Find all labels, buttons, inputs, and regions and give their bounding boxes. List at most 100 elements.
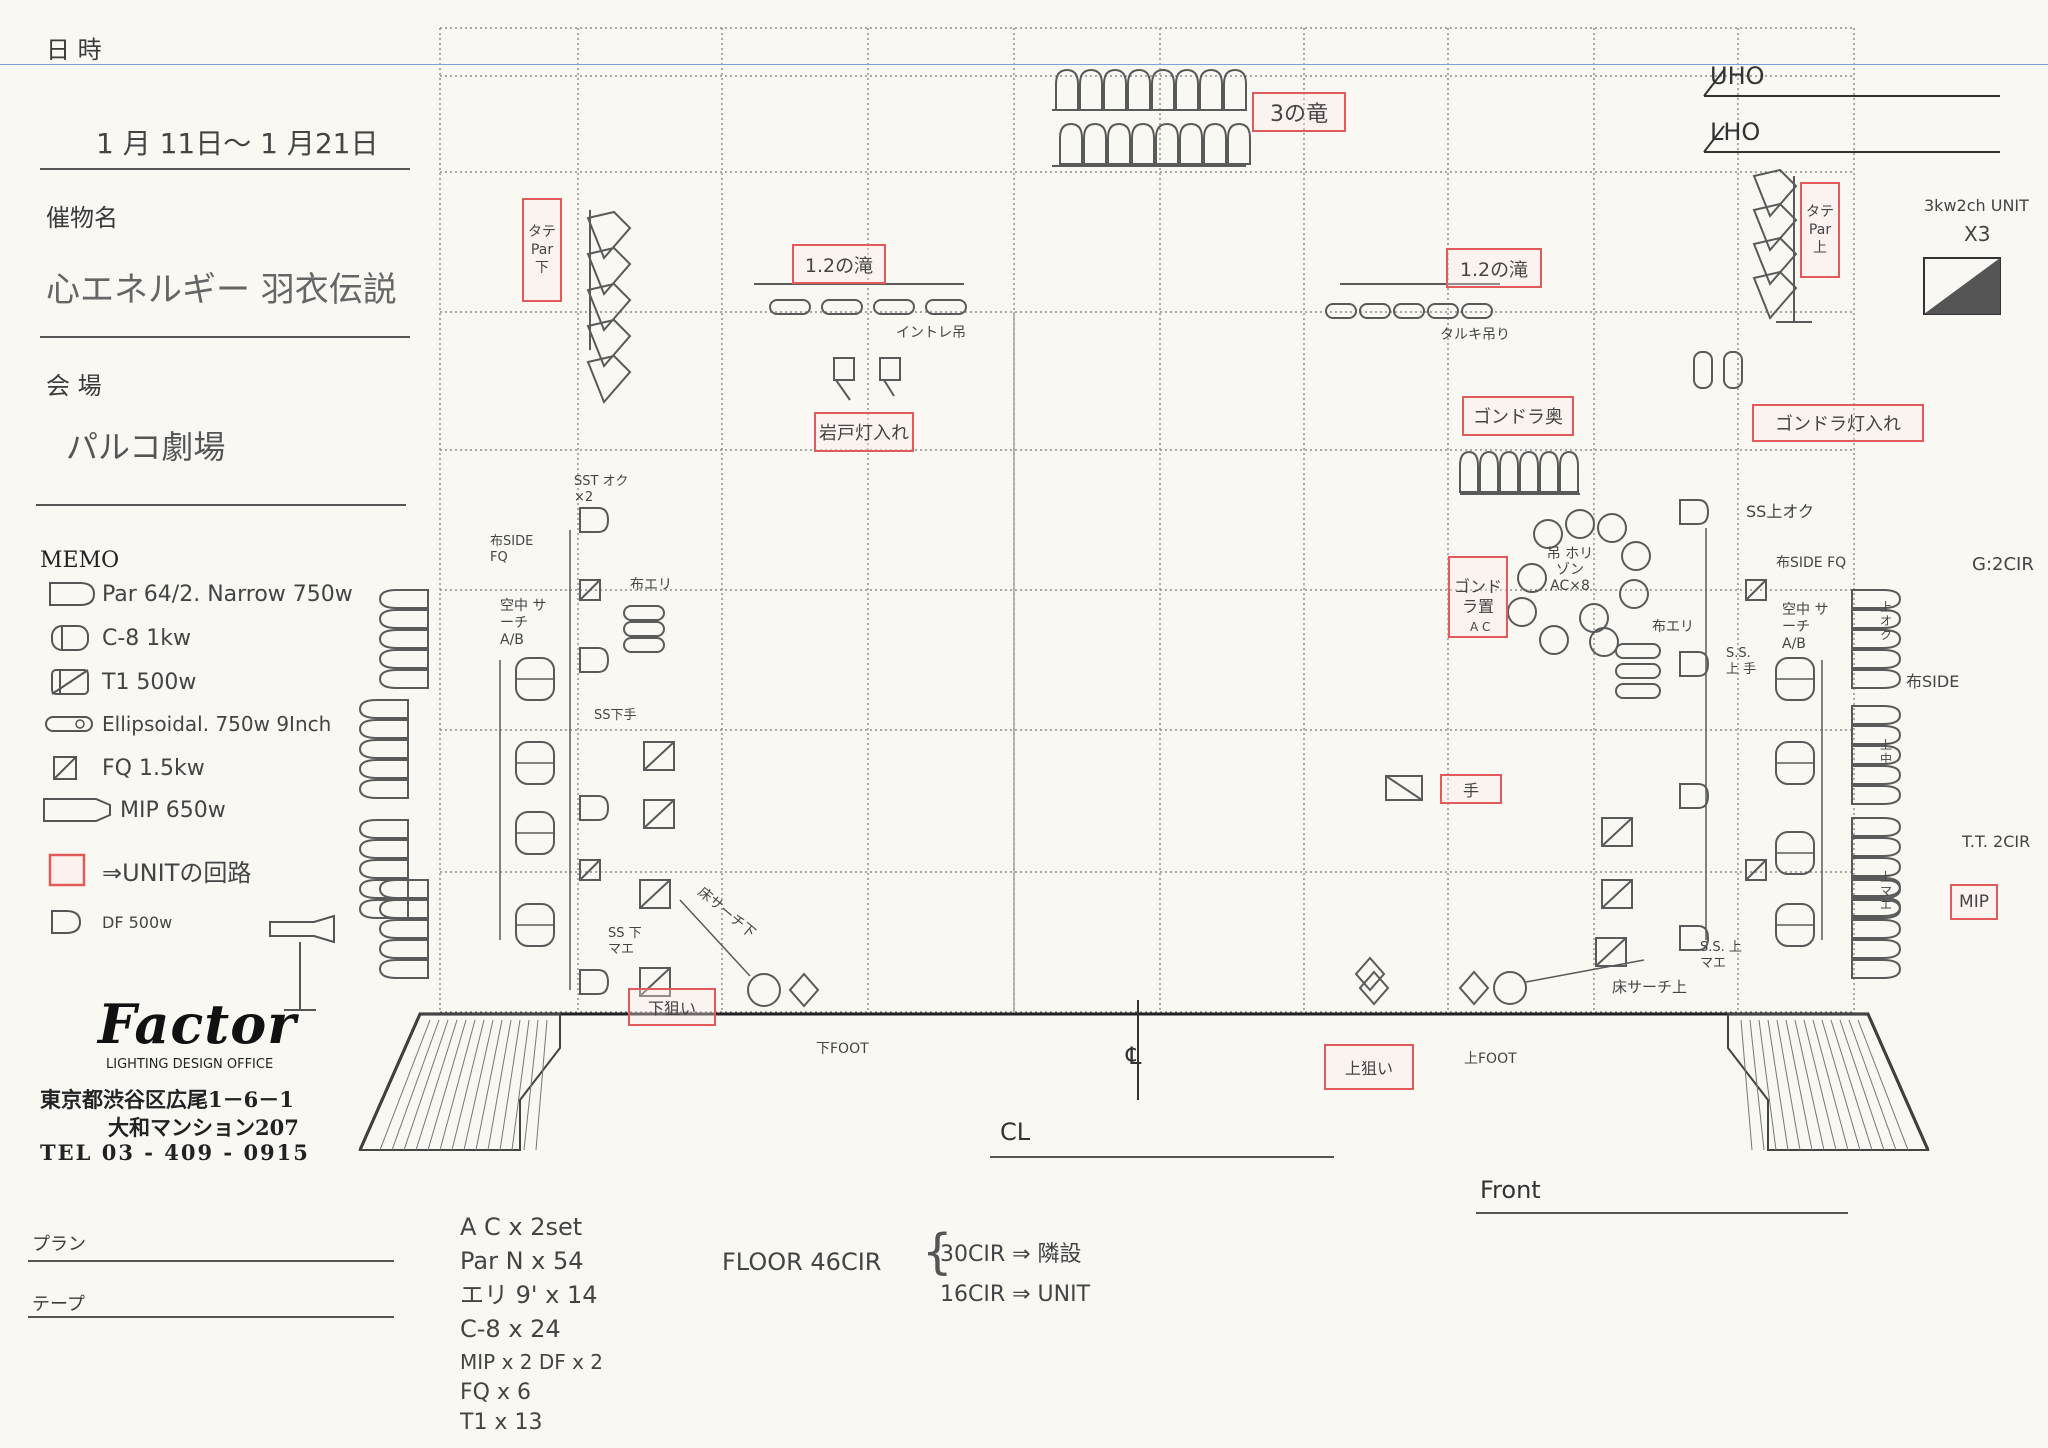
ellipsoidal-icon [1393, 303, 1425, 319]
tape-label: テープ [32, 1294, 85, 1315]
nuno-eri-left-label: 布エリ [630, 577, 672, 593]
red-box-symbol-icon [48, 853, 86, 887]
gondora-place-label: ゴンドラ置 [1448, 556, 1508, 638]
date-label: 日 時 [46, 36, 102, 64]
event-value: 心エネルギー 羽衣伝説 [46, 270, 397, 310]
taki-left-label: 1.2の滝 [792, 244, 886, 284]
t1-icon [643, 799, 675, 829]
ellipsoidal-icon [623, 605, 665, 621]
hatch-line [1767, 1019, 1789, 1151]
memo-item-par64: Par 64/2. Narrow 750w [40, 574, 353, 614]
intore-label: イントレ吊 [896, 325, 966, 341]
fq-icon [1745, 579, 1767, 601]
ellipsoidal-icon [821, 299, 863, 315]
total-line: MIP x 2 DF x 2 [460, 1350, 604, 1374]
t-foot-label: 下FOOT [816, 1041, 869, 1057]
unit-triangle [1924, 258, 2000, 314]
total-line: T1 x 13 [460, 1410, 543, 1435]
hatch-line [1821, 1019, 1861, 1151]
floor-brace-icon: { [922, 1224, 953, 1280]
kami-naka-label: 上 中 [1880, 738, 1893, 766]
kami-nerai-label: 上狙い [1324, 1044, 1414, 1090]
t1-icon [1385, 775, 1423, 801]
hatch-line [451, 1019, 485, 1151]
par-can-icon [1851, 649, 1902, 669]
ellipsoidal-icon [1461, 303, 1493, 319]
ac-light-icon [1517, 563, 1547, 593]
nuno-side-fq-left-label: 布SIDE FQ [490, 534, 534, 565]
hatch-line [1803, 1019, 1837, 1151]
hatch-line [1857, 1019, 1909, 1151]
venue-label: 会 場 [46, 372, 102, 400]
par-can-icon [1559, 450, 1579, 493]
t1-icon [1601, 817, 1633, 847]
date-underline [40, 168, 410, 170]
front-underline [1476, 1212, 1848, 1214]
kuuchuu-right-label: 空中 サーチ A/B [1782, 602, 1829, 652]
mip-redbox: MIP [1950, 884, 1998, 920]
ss-kami-oku-label: SS上オク [1746, 502, 1814, 521]
par-can-icon [358, 879, 409, 899]
ac-light-icon [1597, 513, 1627, 543]
df-symbol-icon [51, 910, 82, 934]
tt-label: T.T. 2CIR [1962, 832, 2031, 851]
t1-diagonal [639, 879, 671, 909]
event-underline [40, 336, 410, 338]
par-can-icon [1851, 817, 1902, 837]
par-can-icon [1851, 857, 1902, 877]
dragon3-label: 3の竜 [1252, 92, 1346, 132]
taki-right-label: 1.2の滝 [1446, 248, 1542, 288]
office-address-1: 東京都渋谷区広尾1－6－1 [40, 1087, 294, 1112]
uho-label: UHO [1710, 62, 1765, 90]
par-can-icon [1155, 122, 1179, 165]
par-can-icon [1175, 68, 1199, 111]
ac-light-icon [1565, 509, 1595, 539]
ellipsoidal-icon [1615, 683, 1661, 699]
t1-diagonal [1595, 937, 1627, 967]
par-can-icon [1851, 589, 1902, 609]
hatch-line [415, 1019, 458, 1151]
hatch-line [379, 1019, 431, 1151]
search-light-icon [747, 973, 781, 1007]
total-line: FQ x 6 [460, 1380, 531, 1405]
factor-logo: Factor [98, 992, 297, 1056]
shimo-nerai-label: 下狙い [628, 988, 716, 1026]
ellipsoidal-icon [769, 299, 811, 315]
par-can-icon [358, 899, 409, 919]
lho-tick [1703, 125, 1725, 153]
office-address-2: 大和マンション207 [108, 1115, 299, 1140]
par-can-icon [586, 246, 632, 296]
par-can-icon [1479, 450, 1499, 493]
par-can-icon [1103, 68, 1127, 111]
hatch-line [487, 1019, 512, 1151]
hatch-line [535, 1019, 548, 1151]
hatch-line [1758, 1019, 1777, 1151]
fq-icon [579, 859, 601, 881]
hatch-line [1740, 1019, 1753, 1151]
kuuchuu-left-label: 空中 サーチ A/B [500, 598, 547, 648]
total-line: A C x 2set [460, 1213, 583, 1241]
uho-tick [1703, 69, 1725, 97]
par-can-icon [1679, 651, 1710, 677]
hatch-line [511, 1019, 530, 1151]
printed-guide-line [0, 64, 2048, 65]
ellipsoidal-icon [1325, 303, 1357, 319]
fq-symbol-icon [53, 756, 77, 780]
plan-label: プラン [32, 1234, 86, 1255]
t1-icon [639, 879, 671, 909]
taruki-label: タルキ吊り [1440, 327, 1510, 343]
par-can-icon [1851, 745, 1902, 765]
t1-diagonal [1385, 775, 1423, 801]
par-can-icon [1851, 765, 1902, 785]
ac-light-icon [1533, 519, 1563, 549]
tape-underline [28, 1316, 394, 1318]
par-can-icon [358, 699, 409, 719]
floor-circuits: FLOOR 46CIR [722, 1248, 882, 1276]
kami-mae-label: 上 マエ [1880, 870, 1893, 912]
yuka-saachi-kami-label: 床サーチ上 [1612, 978, 1688, 996]
memo-title: MEMO [40, 548, 120, 573]
total-line: エリ 9' x 14 [460, 1281, 598, 1309]
par-can-icon [1459, 450, 1479, 493]
